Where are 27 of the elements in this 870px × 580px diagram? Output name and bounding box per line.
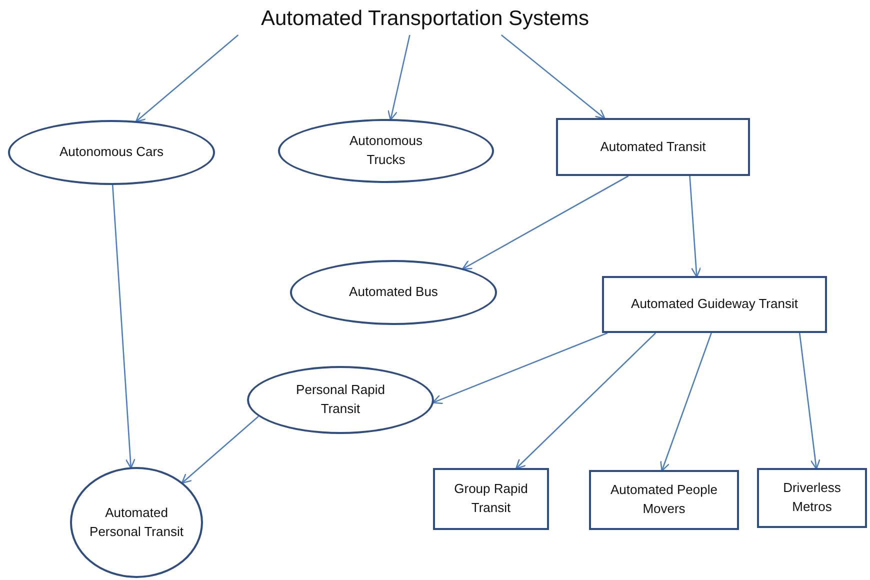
node-label: Automated Transit — [599, 138, 707, 156]
arrow — [798, 332, 820, 470]
arrow — [515, 332, 656, 470]
process-box — [757, 468, 867, 528]
node-label: Automated Personal Transit — [88, 504, 184, 540]
node-label: Autonomous Cars — [58, 143, 165, 162]
arrow — [112, 184, 136, 469]
title-text: Automated Transportation Systems — [260, 6, 590, 32]
process-box — [602, 276, 827, 333]
arrow — [689, 176, 702, 278]
arrow — [388, 34, 410, 121]
arrow — [462, 175, 629, 270]
node-label: Autonomous Trucks — [348, 132, 424, 169]
node-label: Automated People Movers — [610, 481, 718, 518]
arrow — [500, 34, 606, 120]
arrow — [181, 416, 259, 484]
arrow — [432, 332, 608, 404]
arrow — [660, 332, 712, 472]
process-box — [556, 118, 750, 176]
node-label: Personal Rapid Transit — [295, 381, 386, 418]
process-box — [589, 470, 739, 530]
arrow — [135, 34, 239, 122]
node-label: Automated Bus — [348, 283, 439, 302]
process-box — [433, 468, 549, 530]
node-label: Group Rapid Transit — [453, 480, 529, 517]
node-label: Automated Guideway Transit — [630, 295, 799, 314]
node-label: Driverless Metros — [782, 479, 842, 516]
